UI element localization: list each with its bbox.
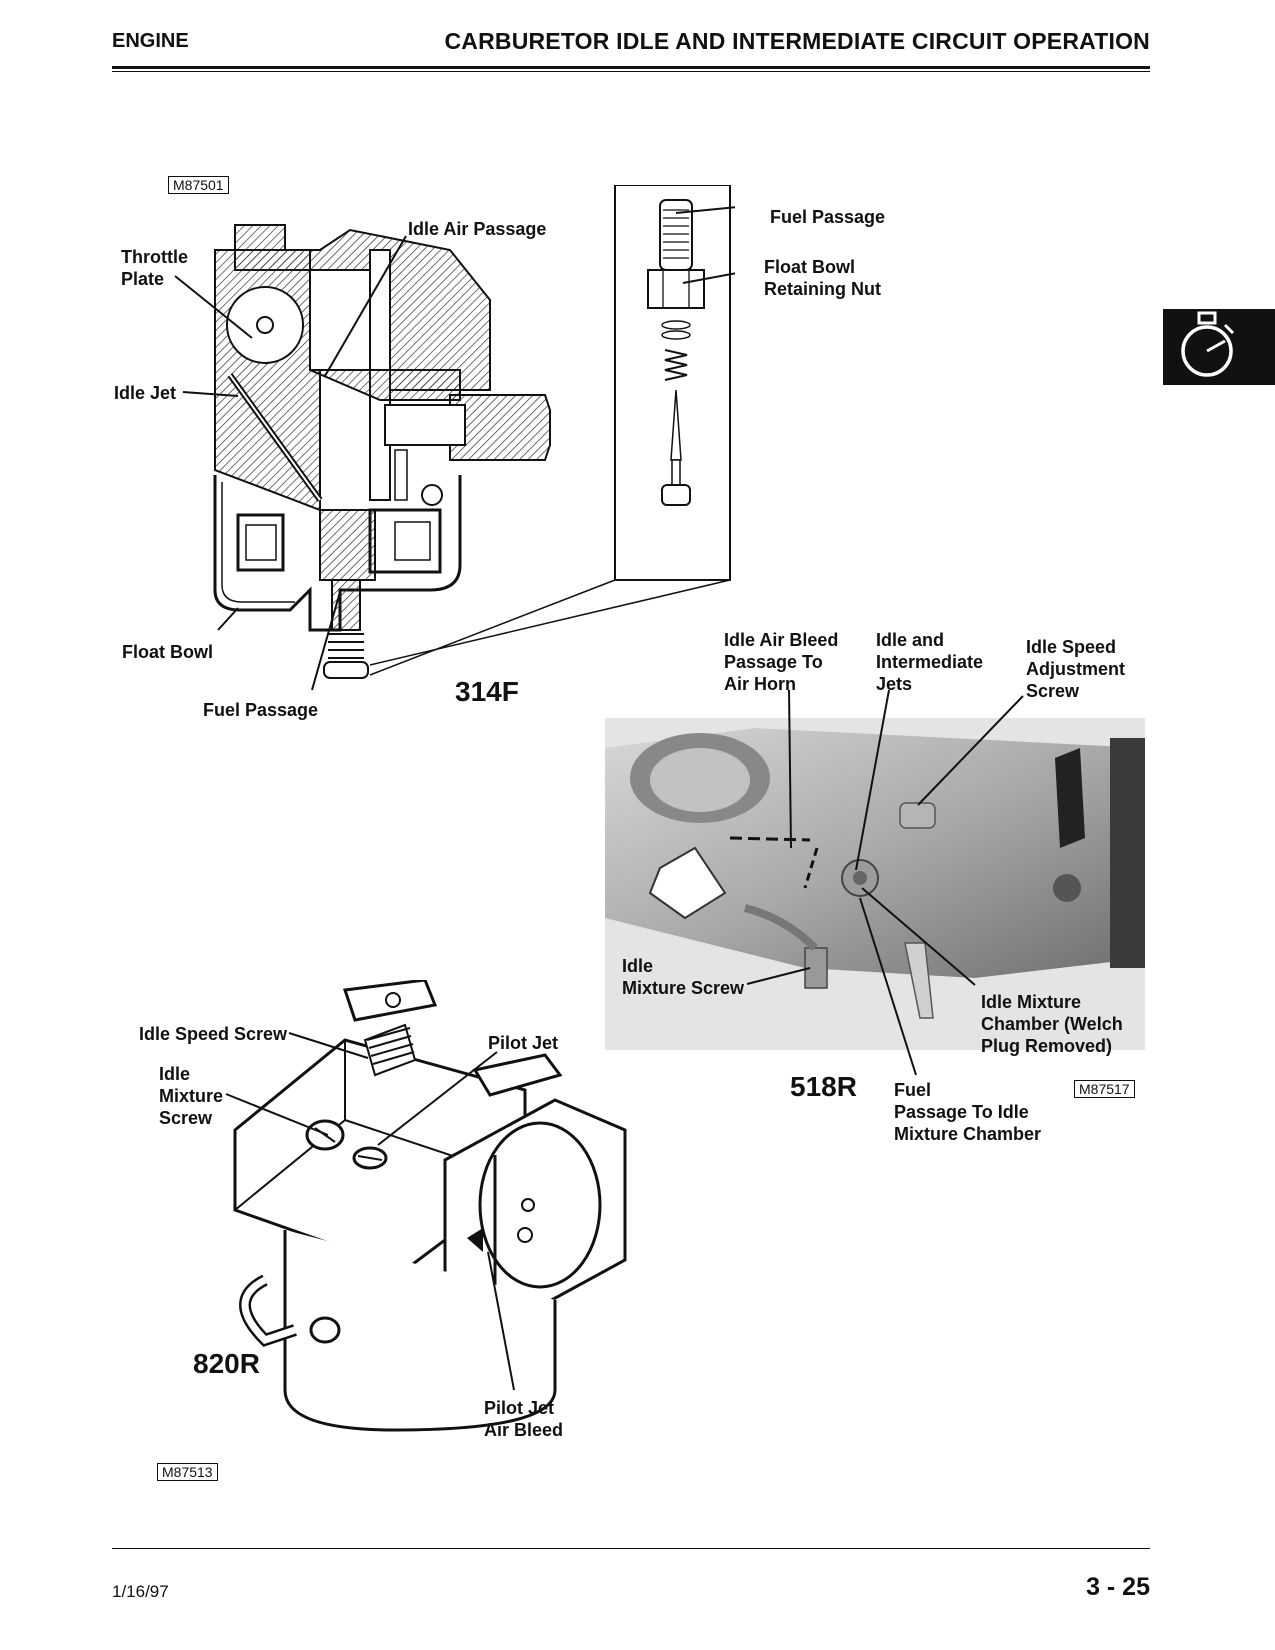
label-idle-mixture-screw-820r: Idle Mixture Screw (159, 1064, 224, 1128)
header-rule (112, 66, 1150, 69)
footer-date: 1/16/97 (112, 1582, 169, 1601)
label-idle-intermediate-jets: Idle and Intermediate Jets (876, 630, 984, 694)
figure-code-518r: M87517 (1074, 1080, 1135, 1098)
footer-rule (112, 1548, 1150, 1549)
label-idle-speed-screw: Idle Speed Screw (139, 1024, 288, 1044)
page-title: CARBURETOR IDLE AND INTERMEDIATE CIRCUIT… (444, 28, 1150, 54)
label-idle-speed-adjustment-screw: Idle Speed Adjustment Screw (1026, 637, 1125, 701)
label-fuel-passage-idle-mixture: Fuel Passage To Idle Mixture Chamber (894, 1080, 1042, 1144)
label-pilot-jet-air-bleed: Pilot Jet Air Bleed (484, 1398, 564, 1440)
label-idle-mixture-screw-518r: Idle Mixture Screw (622, 956, 745, 998)
label-float-bowl: Float Bowl (122, 642, 213, 662)
label-fuel-passage: Fuel Passage (203, 700, 319, 720)
label-idle-mixture-chamber: Idle Mixture Chamber (Welch Plug Removed… (981, 992, 1123, 1056)
label-inset-fuel-passage: Fuel Passage (770, 207, 886, 227)
section-title: ENGINE (112, 30, 189, 52)
carburetor-isometric-820r (233, 980, 627, 1432)
engine-stopwatch-icon (1181, 311, 1235, 377)
float-bowl-nut-inset (369, 185, 735, 676)
carburetor-cutaway-diagram (213, 224, 551, 679)
label-pilot-jet: Pilot Jet (488, 1033, 559, 1053)
label-float-bowl-retaining-nut: Float Bowl Retaining Nut (764, 257, 881, 299)
figure-code-314f: M87501 (168, 176, 229, 194)
label-idle-jet: Idle Jet (114, 383, 177, 403)
label-idle-air-bleed: Idle Air Bleed Passage To Air Horn (724, 630, 839, 694)
figure-number-518r: 518R (790, 1071, 857, 1102)
carburetor-photo-518r (605, 718, 1145, 1050)
header-rule-thin (112, 71, 1150, 72)
page-number: 3 - 25 (1086, 1573, 1150, 1601)
label-throttle-plate: Throttle Plate (121, 247, 188, 289)
label-idle-air-passage: Idle Air Passage (408, 219, 547, 239)
figure-number-314f: 314F (455, 676, 519, 707)
figure-code-820r: M87513 (157, 1463, 218, 1481)
figure-number-820r: 820R (193, 1348, 260, 1379)
section-tab (1163, 309, 1275, 385)
